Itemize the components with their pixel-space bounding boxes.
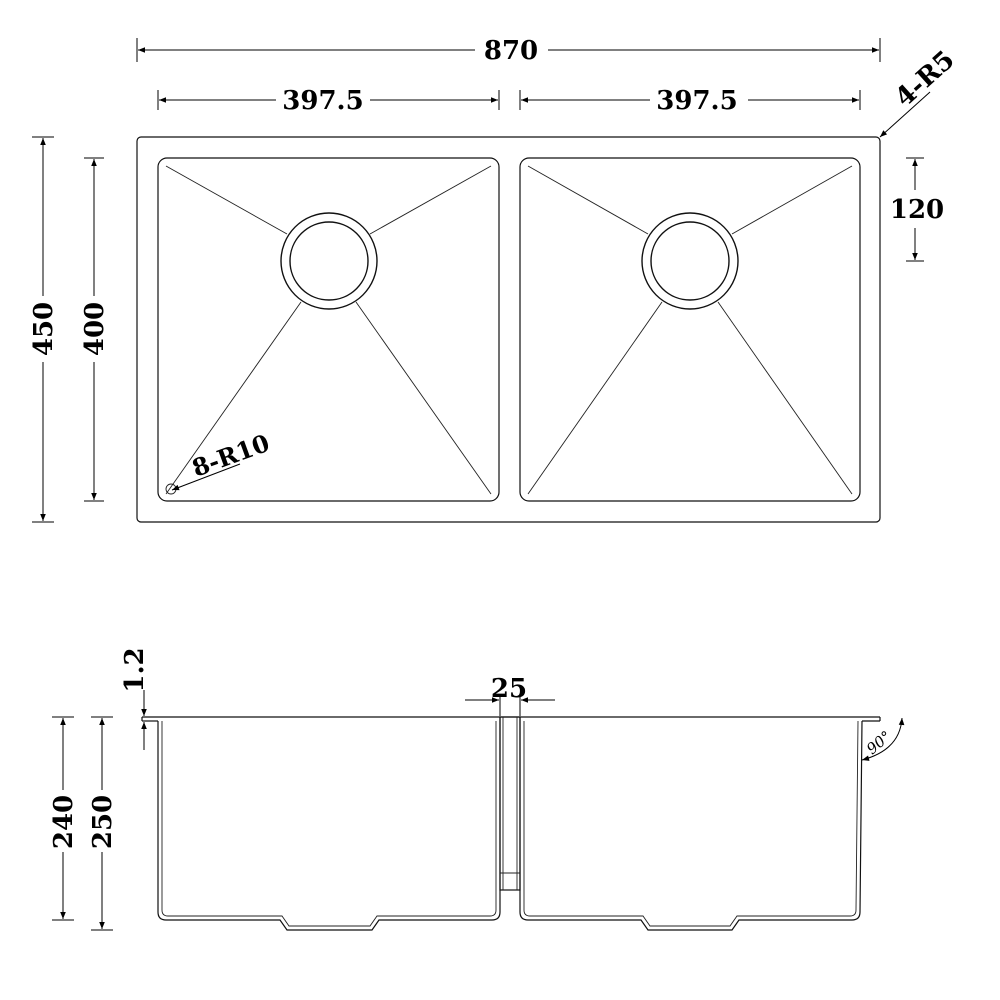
left-drain-inner <box>289 221 369 301</box>
dim-inner-radius: 8-R10 <box>171 428 273 491</box>
divider-width-label: 25 <box>491 674 527 704</box>
right-bowl <box>519 157 861 502</box>
left-drain-outer <box>280 212 378 310</box>
overall-depth-label: 450 <box>29 302 59 356</box>
outer-height-label: 250 <box>88 795 118 849</box>
inner-radius-label: 8-R10 <box>188 428 273 483</box>
outer-radius-label: 4-R5 <box>890 45 961 113</box>
dim-left-bowl-width: 397.5 <box>157 86 500 116</box>
left-bowl-profile <box>157 717 501 931</box>
thickness-label: 1.2 <box>120 647 150 692</box>
dim-right-bowl-width: 397.5 <box>519 86 861 116</box>
left-bowl <box>157 157 500 502</box>
drain-offset-label: 120 <box>890 195 944 225</box>
right-drain-inner <box>650 221 730 301</box>
overall-width-label: 870 <box>484 36 538 66</box>
sink-outer-rim <box>136 136 881 523</box>
dim-angle: 90° <box>861 717 905 761</box>
section-view: 1.2 25 90° 240 250 <box>49 647 905 931</box>
divider <box>499 716 521 891</box>
dim-overall-width: 870 <box>136 36 881 66</box>
dim-thickness: 1.2 <box>120 647 150 750</box>
dim-outer-radius: 4-R5 <box>879 45 961 138</box>
bowl-depth-label: 400 <box>80 302 110 356</box>
left-bowl-width-label: 397.5 <box>282 86 363 116</box>
right-bowl-width-label: 397.5 <box>656 86 737 116</box>
dim-inner-height: 240 <box>49 716 79 921</box>
dim-outer-height: 250 <box>88 716 118 931</box>
right-drain-outer <box>641 212 739 310</box>
angle-label: 90° <box>863 727 895 758</box>
dim-bowl-depth: 400 <box>80 157 110 502</box>
dim-divider-width: 25 <box>465 674 555 716</box>
dim-overall-depth: 450 <box>29 136 59 523</box>
dim-drain-offset: 120 <box>890 157 944 262</box>
inner-height-label: 240 <box>49 795 79 849</box>
plan-view: 870 397.5 397.5 4-R5 <box>29 36 961 523</box>
right-bowl-profile <box>519 717 863 931</box>
